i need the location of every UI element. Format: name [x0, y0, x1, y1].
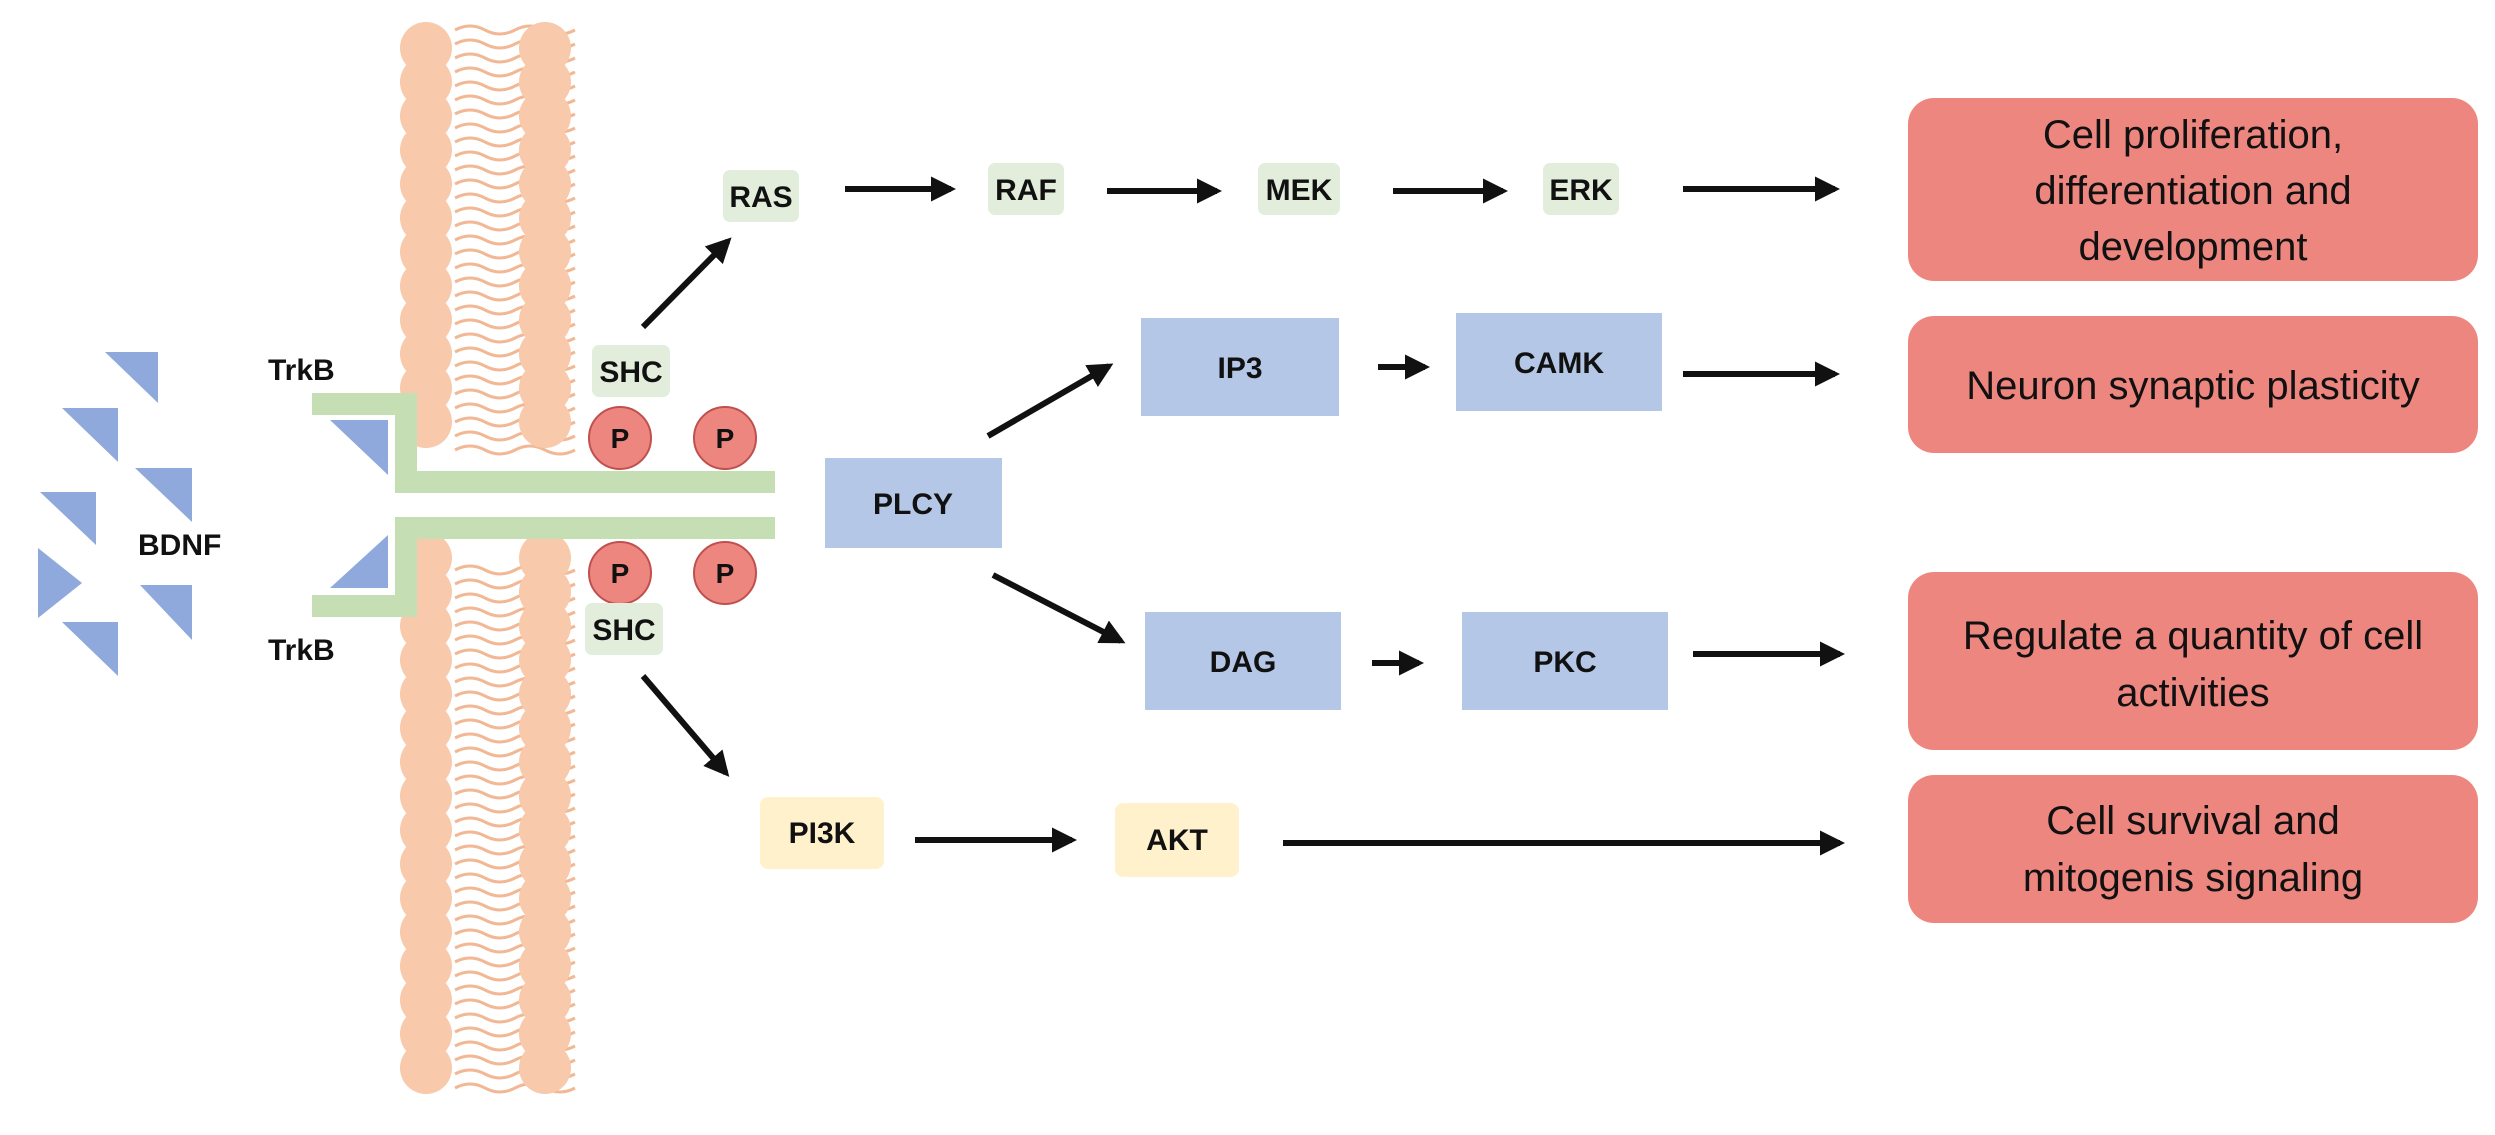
node-dag: DAG	[1145, 612, 1341, 710]
trkb-top-extracellular-arm	[312, 393, 417, 415]
lipid-head	[519, 1042, 571, 1094]
trkb-receptor-dimer	[312, 393, 775, 617]
svg-text:AKT: AKT	[1146, 824, 1208, 857]
bdnf-ligand-triangle	[40, 492, 96, 545]
outcome-box-erk: Cell proliferation, differentiation and …	[1908, 98, 2478, 281]
lipid-tail	[454, 444, 576, 456]
outcome-line: development	[2078, 225, 2307, 269]
trkb-top-transmembrane	[395, 393, 417, 493]
outcome-box-pkc: Regulate a quantity of cell activities	[1908, 572, 2478, 750]
svg-text:RAS: RAS	[729, 181, 792, 214]
bdnf-ligand-triangle	[62, 408, 118, 462]
bdnf-ligand-triangle	[38, 548, 82, 618]
svg-text:SHC: SHC	[599, 356, 662, 389]
arrow-shc-to-ras	[640, 237, 732, 330]
bdnf-bound-bottom-triangle	[330, 535, 388, 588]
bdnf-ligand-triangle	[62, 622, 118, 676]
phospho-site-top-left: P	[588, 406, 652, 470]
node-shc-top: SHC	[592, 345, 670, 397]
svg-text:IP3: IP3	[1217, 352, 1262, 385]
phospho-site-top-right: P	[693, 406, 757, 470]
svg-text:CAMK: CAMK	[1514, 347, 1604, 380]
trkb-bottom-intracellular-domain	[395, 517, 775, 539]
bdnf-label: BDNF	[138, 529, 221, 562]
outcome-box-camk: Neuron synaptic plasticity	[1908, 316, 2478, 453]
node-akt: AKT	[1115, 803, 1239, 877]
bdnf-ligand-triangle	[135, 468, 192, 522]
lipid-head	[400, 1042, 452, 1094]
lipid-head	[519, 396, 571, 448]
node-pkc: PKC	[1462, 612, 1668, 710]
node-camk: CAMK	[1456, 313, 1662, 411]
trkb-bottom-extracellular-arm	[312, 595, 417, 617]
svg-text:PI3K: PI3K	[789, 817, 856, 850]
bdnf-ligand-triangle	[140, 585, 192, 640]
trkb-top-label: TrkB	[268, 354, 335, 387]
arrow-shc-to-pi3k	[640, 674, 730, 777]
outcome-line: Cell proliferation,	[2043, 113, 2343, 157]
svg-text:DAG: DAG	[1210, 646, 1277, 679]
outcome-box-akt: Cell survival and mitogenis signaling	[1908, 775, 2478, 923]
outcome-line: Cell survival and	[2046, 799, 2339, 843]
node-ip3: IP3	[1141, 318, 1339, 416]
lipid-bilayer-membrane	[400, 22, 576, 1094]
phospho-label: P	[716, 558, 735, 589]
bdnf-bound-top-triangle	[330, 420, 388, 475]
node-mek: MEK	[1258, 163, 1340, 215]
svg-text:SHC: SHC	[592, 614, 655, 647]
bdnf-ligand-group	[38, 352, 192, 676]
node-plcy: PLCY	[825, 458, 1002, 548]
phospho-label: P	[611, 558, 630, 589]
outcome-line: Regulate a quantity of cell	[1963, 614, 2423, 658]
lipid-heads	[400, 22, 571, 1094]
arrow-plcy-to-dag	[991, 572, 1126, 644]
phospho-label: P	[611, 423, 630, 454]
outcome-line: Neuron synaptic plasticity	[1966, 364, 2420, 408]
phospho-site-bottom-right: P	[693, 541, 757, 605]
phospho-label: P	[716, 423, 735, 454]
svg-text:PKC: PKC	[1533, 646, 1596, 679]
svg-text:MEK: MEK	[1266, 174, 1333, 207]
node-raf: RAF	[988, 163, 1064, 215]
arrow-plcy-to-ip3	[986, 363, 1114, 439]
node-shc-bottom: SHC	[585, 603, 663, 655]
trkb-top-intracellular-domain	[395, 471, 775, 493]
pathway-arrows	[640, 176, 1846, 856]
outcome-line: mitogenis signaling	[2023, 856, 2363, 900]
node-ras: RAS	[723, 170, 799, 222]
phospho-site-bottom-left: P	[588, 541, 652, 605]
bdnf-ligand-triangle	[105, 352, 158, 403]
node-erk: ERK	[1543, 163, 1619, 215]
outcome-line: activities	[2116, 671, 2269, 715]
trkb-bottom-transmembrane	[395, 517, 417, 617]
svg-text:PLCY: PLCY	[873, 488, 953, 521]
svg-text:ERK: ERK	[1549, 174, 1613, 207]
svg-text:RAF: RAF	[995, 174, 1057, 207]
node-pi3k: PI3K	[760, 797, 884, 869]
outcome-line: differentiation and	[2034, 169, 2351, 213]
trkb-bottom-label: TrkB	[268, 634, 335, 667]
